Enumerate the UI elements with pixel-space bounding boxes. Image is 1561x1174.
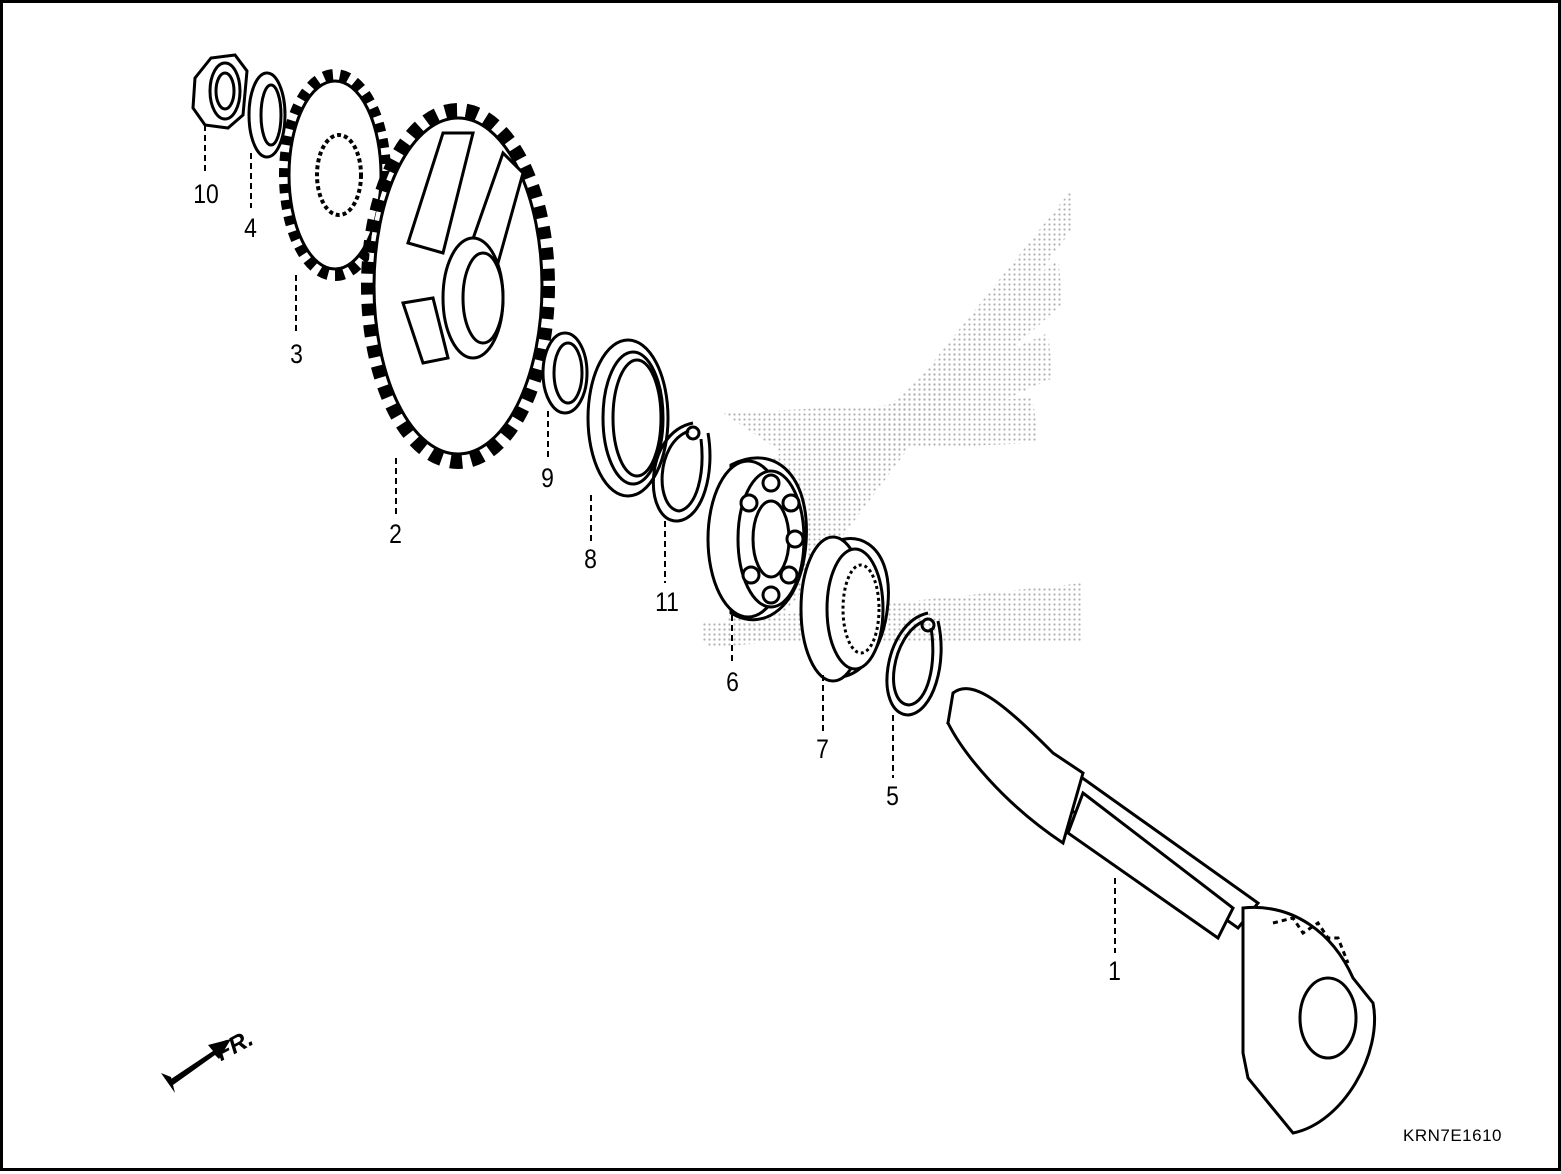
gear-part-2 bbox=[361, 103, 555, 469]
washer-part-9 bbox=[541, 331, 589, 415]
washer-part-4 bbox=[247, 71, 287, 159]
front-direction-arrow-icon bbox=[161, 1039, 231, 1093]
callout-6: 6 bbox=[726, 667, 739, 697]
callout-8: 8 bbox=[584, 544, 597, 574]
callout-4: 4 bbox=[244, 213, 257, 243]
bearing-part-6 bbox=[706, 456, 808, 622]
gear-part-3 bbox=[279, 69, 391, 281]
callout-11: 11 bbox=[655, 587, 679, 617]
parts-diagram bbox=[161, 53, 1376, 1135]
callout-10: 10 bbox=[193, 179, 219, 209]
callout-5: 5 bbox=[886, 781, 899, 811]
callout-9: 9 bbox=[541, 463, 554, 493]
circlip-part-5 bbox=[885, 611, 943, 717]
callout-1: 1 bbox=[1108, 956, 1121, 986]
spindle-part-1 bbox=[946, 687, 1376, 1135]
bearing-part-7 bbox=[799, 535, 890, 683]
callout-2: 2 bbox=[389, 519, 402, 549]
circlip-part-11 bbox=[651, 421, 712, 523]
nut-part-10 bbox=[191, 53, 249, 130]
seal-part-8 bbox=[586, 338, 670, 498]
callout-3: 3 bbox=[290, 339, 303, 369]
leader-lines bbox=[204, 125, 1116, 953]
callout-7: 7 bbox=[816, 734, 829, 764]
diagram-code: KRN7E1610 bbox=[1403, 1126, 1503, 1145]
